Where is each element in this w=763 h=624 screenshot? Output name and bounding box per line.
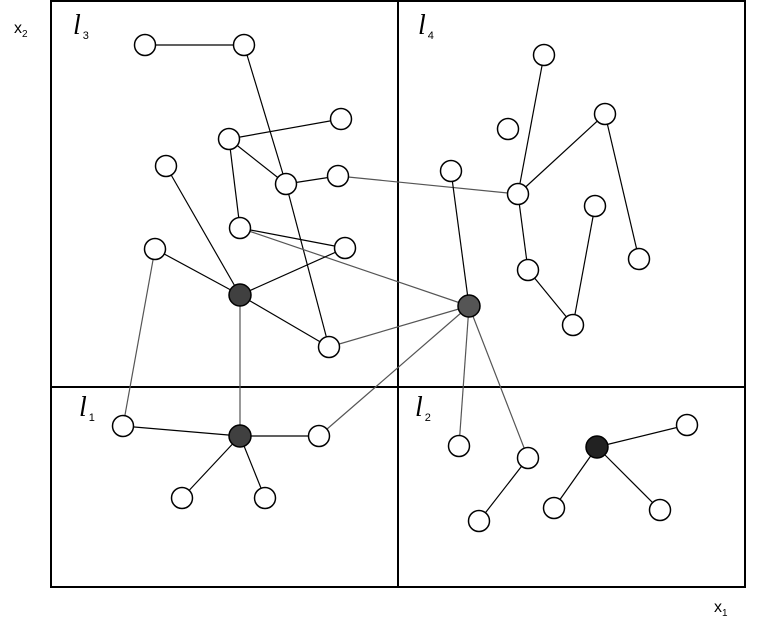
- cluster-center-node-n11: [228, 283, 252, 307]
- graph-node-n10: [143, 237, 167, 261]
- graph-node-n1: [133, 33, 157, 57]
- graph-edge-n32-n34: [553, 446, 598, 509]
- graph-edge-n13-n18: [517, 54, 545, 195]
- graph-node-n21: [561, 313, 585, 337]
- graph-node-n19: [583, 194, 607, 218]
- cluster-center-node-n32: [585, 435, 609, 459]
- graph-node-n30: [516, 446, 540, 470]
- graph-edge-n6-n12: [285, 183, 330, 348]
- graph-edge-n11-n9: [239, 247, 346, 296]
- graph-node-n14: [496, 117, 520, 141]
- graph-node-n13: [532, 43, 556, 67]
- graph-node-n26: [170, 486, 194, 510]
- graph-edge-n2-n6: [243, 44, 287, 185]
- graph-node-n27: [253, 486, 277, 510]
- graph-node-n22: [627, 247, 651, 271]
- graph-node-n35: [648, 498, 672, 522]
- graph-edge-n3-n4: [228, 118, 342, 140]
- graph-node-n24: [111, 414, 135, 438]
- graph-node-n9: [333, 236, 357, 260]
- graph-node-n28: [307, 424, 331, 448]
- graph-node-n12: [317, 335, 341, 359]
- edges-layer: [122, 44, 688, 522]
- graph-node-n2: [232, 33, 256, 57]
- nodes-layer: [111, 33, 699, 533]
- graph-edge-n17-n23: [450, 170, 470, 307]
- graph-edge-n4-n8: [228, 138, 241, 229]
- graph-edge-n5-n11: [165, 165, 241, 296]
- graph-edge-n23-n30: [468, 305, 529, 459]
- graph-edge-n10-n11: [154, 248, 241, 296]
- graph-edge-n7-n18: [337, 175, 519, 195]
- graph-edge-n23-n29: [458, 305, 470, 447]
- graph-node-n15: [593, 102, 617, 126]
- graph-edge-n32-n33: [596, 424, 688, 448]
- graph-node-n4: [217, 127, 241, 151]
- graph-edge-n8-n23: [239, 227, 470, 307]
- cluster-center-node-n25: [228, 424, 252, 448]
- graph-edge-n15-n18: [517, 113, 606, 195]
- graph-node-n29: [447, 434, 471, 458]
- graph-edge-n4-n6: [228, 138, 287, 185]
- graph-node-n16: [439, 159, 463, 183]
- graph-edge-n11-n12: [239, 294, 330, 348]
- graph-node-n7: [326, 164, 350, 188]
- graph-edge-n8-n9: [239, 227, 346, 249]
- graph-edge-n15-n22: [604, 113, 640, 260]
- graph-edge-n25-n26: [181, 435, 241, 499]
- graph-edge-n12-n23: [328, 305, 470, 348]
- graph-edge-n18-n20: [517, 193, 529, 271]
- graph-edge-n24-n25: [122, 425, 241, 437]
- graph-node-n18: [506, 182, 530, 206]
- graph-edge-n20-n21: [527, 269, 574, 326]
- graph-node-n3: [329, 107, 353, 131]
- graph-node-n34: [542, 496, 566, 520]
- graph-node-n8: [228, 216, 252, 240]
- graph-edge-n21-n19: [572, 205, 596, 326]
- graph-edge-n28-n23: [318, 305, 470, 437]
- cluster-center-node-n23: [457, 294, 481, 318]
- x-axis-label: x1: [714, 599, 728, 619]
- graph-node-n31: [467, 509, 491, 533]
- y-axis-label: x2: [14, 20, 28, 40]
- graph-node-n6: [274, 172, 298, 196]
- graph-node-n5: [154, 154, 178, 178]
- graph-edge-n30-n31: [478, 457, 529, 522]
- graph-edge-n10-n24: [122, 248, 156, 427]
- graph-edge-n32-n35: [596, 446, 661, 511]
- graph-node-n33: [675, 413, 699, 437]
- graph-node-n20: [516, 258, 540, 282]
